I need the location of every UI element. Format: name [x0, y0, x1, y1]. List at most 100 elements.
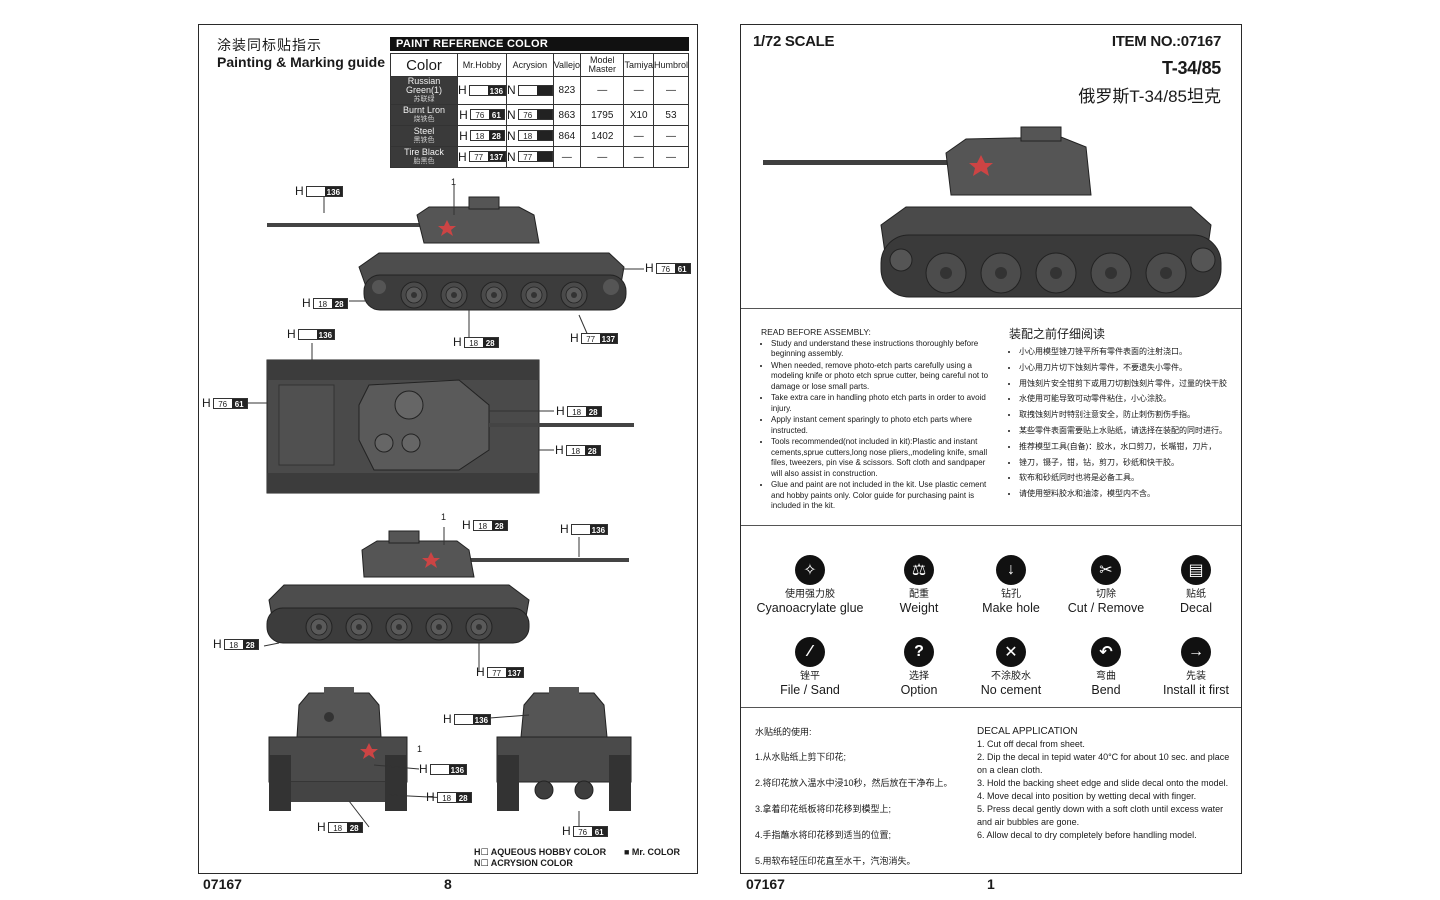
tank-rear-view	[496, 687, 632, 811]
assembly-note-cn: 小心用模型锉刀锉平所有零件表面的注射浇口。	[1019, 344, 1239, 360]
decal-icon: ▤	[1181, 555, 1211, 585]
code-box: 136	[429, 763, 468, 775]
code-number: 76	[213, 398, 232, 409]
code-number	[306, 186, 325, 196]
color-name: Burnt Lron	[402, 105, 446, 115]
code-letter: H	[287, 327, 296, 341]
decal-head-cn: 水贴纸的使用:	[755, 727, 812, 737]
decal-step: 3. Hold the backing sheet edge and slide…	[977, 778, 1229, 788]
decal-step-cn: 4.手指蘸水将印花移到适当的位置;	[755, 830, 892, 840]
code-letter: H	[570, 331, 579, 345]
code-letter: H	[202, 396, 211, 410]
decal-step: 2. Dip the decal in tepid water 40°C for…	[977, 752, 1230, 775]
legend-aqueous: H☐ AQUEOUS HOBBY COLOR	[474, 847, 607, 857]
color-name-cn: 黑铁色	[413, 137, 435, 144]
code-number-dark: 61	[591, 826, 607, 837]
divider	[741, 308, 1241, 309]
paint-reference-table: Color Mr.Hobby Acrysion Vallejo Model Ma…	[390, 53, 690, 168]
color-name-cn: 烧铁色	[413, 116, 435, 123]
code-letter: H	[458, 83, 467, 97]
code-number: 77	[469, 152, 488, 162]
right-page-number: 1	[987, 876, 995, 892]
col-modelmaster: Model Master	[580, 53, 625, 77]
code-number-dark: 28	[455, 792, 471, 803]
tank-front-view	[268, 687, 408, 811]
weight-icon: ⚖	[904, 555, 934, 585]
mrhobby-cell: H 136	[456, 76, 508, 105]
drill-icon: ↓	[996, 555, 1026, 585]
code-number-dark: 136	[487, 85, 506, 96]
color-name-cn: 苏联绿	[413, 96, 435, 103]
symbol-label-cn: 贴纸	[1186, 589, 1206, 600]
assembly-note-cn: 推荐模型工具(自备)：胶水，水口剪刀，长嘴钳，刀片，	[1019, 439, 1239, 455]
assembly-note: Take extra care in handling photo etch p…	[771, 393, 991, 414]
code-letter: H	[317, 820, 326, 834]
decal-step: 1. Cut off decal from sheet.	[977, 739, 1085, 749]
code-number-dark: 136	[448, 764, 467, 775]
assembly-note-cn: 用蚀刻片安全钳剪下或用刀切割蚀刻片零件，过量的快干胶	[1019, 376, 1239, 392]
paint-reference-header: PAINT REFERENCE COLOR	[390, 37, 689, 51]
code-number-dark: 61	[488, 110, 504, 120]
code-number: 77	[581, 333, 600, 344]
tank-side-view-right	[266, 530, 629, 644]
code-letter: H	[555, 443, 564, 457]
code-letter: H	[476, 665, 485, 679]
code-number: 18	[518, 131, 537, 141]
tank-side-view-left	[267, 196, 627, 311]
code-number: 18	[224, 639, 243, 650]
no-cement-icon: ✕	[996, 637, 1026, 667]
callout-number: 1	[417, 744, 423, 754]
code-box: 77	[517, 151, 553, 162]
bend-icon: ↶	[1091, 637, 1121, 667]
symbol-label-en: Cut / Remove	[1067, 601, 1145, 615]
decal-head-en: DECAL APPLICATION	[977, 726, 1078, 737]
tank-top-view	[266, 359, 634, 494]
code-letter: H	[458, 149, 467, 164]
code-number	[298, 329, 317, 339]
code-number	[469, 85, 488, 95]
assembly-note: When needed, remove photo-etch parts car…	[771, 361, 991, 393]
code-number	[454, 714, 473, 724]
code-number-dark: 137	[505, 667, 524, 678]
legend-acrysion: N☐ ACRYSION COLOR	[474, 858, 573, 868]
code-letter: H	[459, 128, 468, 143]
assembly-note-cn: 水使用可能导致可动零件粘住，小心涂胶。	[1019, 391, 1239, 407]
cut-icon: ✂	[1091, 555, 1121, 585]
paint-code: N	[507, 84, 553, 96]
tank-drawings	[247, 185, 644, 831]
color-name: Tire Black	[404, 147, 444, 157]
scale-label: 1/72 SCALE	[753, 33, 835, 50]
code-number: 18	[470, 131, 489, 141]
code-box: 136	[453, 713, 492, 725]
code-number: 18	[328, 822, 347, 833]
assembly-notes-cn: 装配之前仔细阅读 小心用模型锉刀锉平所有零件表面的注射浇口。小心用刀片切下蚀刻片…	[1009, 327, 1239, 502]
code-number: 77	[487, 667, 506, 678]
col-color: Color	[390, 53, 458, 77]
code-number-dark: 137	[599, 333, 618, 344]
code-box: 18	[517, 130, 553, 141]
guide-title-cn: 涂装同标贴指示	[217, 37, 322, 53]
symbol-label-cn: 钻孔	[1001, 589, 1021, 600]
